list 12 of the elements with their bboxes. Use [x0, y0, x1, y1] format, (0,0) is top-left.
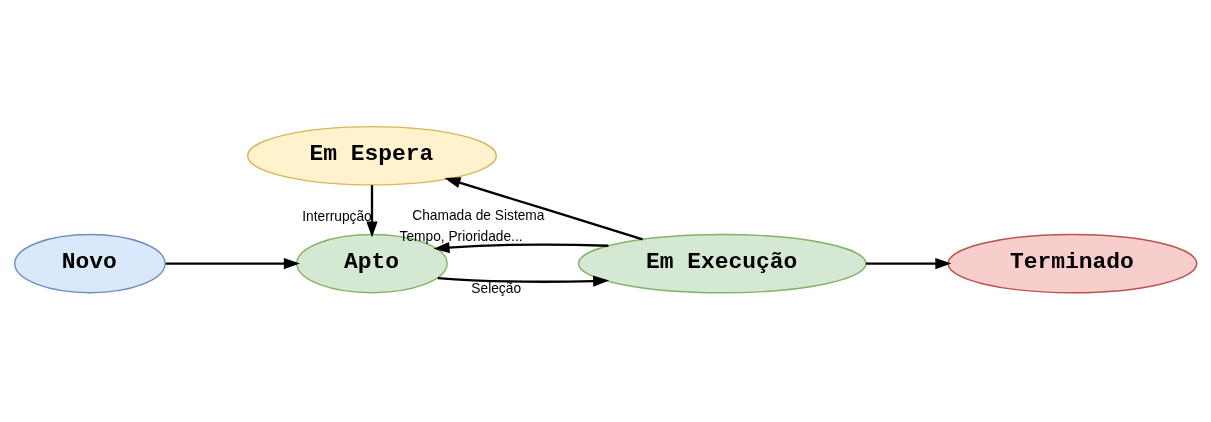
- arrow: [366, 184, 378, 238]
- arrow: [433, 241, 609, 253]
- arrow: [437, 274, 610, 287]
- node-ellipse: Em Execução: [577, 233, 867, 293]
- arrow: [865, 257, 952, 269]
- edge-label: Chamada de Sistema: [412, 207, 545, 223]
- node-ellipse: Novo: [14, 233, 166, 293]
- arrow: [165, 257, 300, 269]
- edge-label: Seleção: [471, 280, 522, 296]
- edge-label: Interrupção: [302, 208, 372, 224]
- node-ellipse: Terminado: [947, 233, 1198, 293]
- arrow: [444, 176, 643, 240]
